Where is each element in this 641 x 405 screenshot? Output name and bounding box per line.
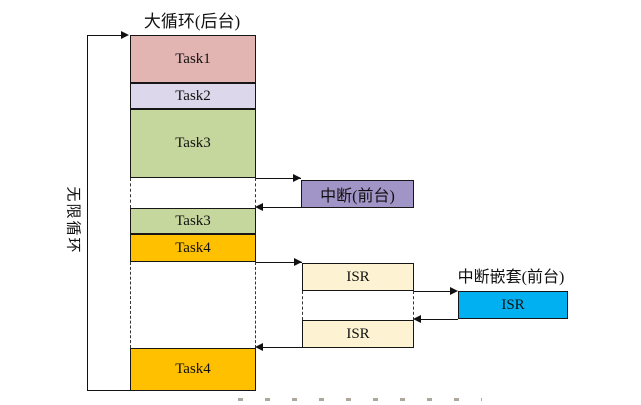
task3-resume-box: Task3: [130, 208, 256, 234]
loop-bracket-bottom-line: [87, 390, 130, 391]
isr-bottom-box: ISR: [302, 320, 414, 348]
isr-top-label: ISR: [346, 268, 370, 285]
arrow-isr-return-line: [263, 347, 302, 348]
task2-box: Task2: [130, 83, 256, 109]
isr-bottom-label: ISR: [346, 325, 370, 342]
task2-label: Task2: [175, 87, 211, 104]
nested-isr-label: ISR: [501, 296, 525, 313]
task3-box: Task3: [130, 109, 256, 178]
arrow-interrupt-return-line: [263, 207, 301, 208]
infinite-loop-label: 无限循环: [64, 186, 81, 255]
task4-resume-label: Task4: [175, 361, 211, 377]
background-loop-title: 大循环(后台): [143, 12, 241, 31]
arrow-isr-to-nested-isr-head-icon: [450, 287, 458, 295]
arrow-isr-return-head-icon: [255, 343, 263, 351]
nested-isr-box: ISR: [458, 291, 568, 319]
loop-entry-arrowhead-icon: [121, 31, 129, 39]
isr-top-box: ISR: [302, 263, 414, 291]
arrow-task-to-interrupt-line: [256, 178, 301, 179]
task4-resume-box: Task4: [130, 348, 256, 391]
arrow-isr-to-nested-isr-line: [414, 291, 450, 292]
task3-label: Task3: [175, 135, 211, 151]
task1-label: Task1: [175, 50, 211, 67]
arrow-interrupt-return-head-icon: [255, 203, 263, 211]
nested-interrupt-heading: 中断嵌套(前台): [457, 269, 565, 286]
arrow-task4-to-isr-line: [256, 262, 302, 263]
loop-bracket-vertical-line: [87, 35, 88, 391]
interrupt-foreground-box: 中断(前台): [301, 180, 414, 208]
interrupt-foreground-label: 中断(前台): [320, 188, 395, 205]
task4-suspended-gap: [130, 262, 256, 348]
arrow-task4-to-isr-head-icon: [294, 258, 302, 266]
task4-label: Task4: [175, 239, 211, 256]
arrow-task-to-interrupt-head-icon: [293, 174, 301, 182]
loop-bracket-top-line: [87, 35, 122, 36]
arrow-nested-isr-return-line: [421, 319, 458, 320]
task1-box: Task1: [130, 35, 256, 83]
cutoff-caption-fragment: [238, 398, 482, 401]
isr-suspended-gap: [302, 291, 414, 320]
arrow-nested-isr-return-head-icon: [413, 315, 421, 323]
task3-suspended-gap: [130, 178, 256, 208]
task4-box: Task4: [130, 234, 256, 262]
task3-resume-label: Task3: [175, 212, 211, 229]
